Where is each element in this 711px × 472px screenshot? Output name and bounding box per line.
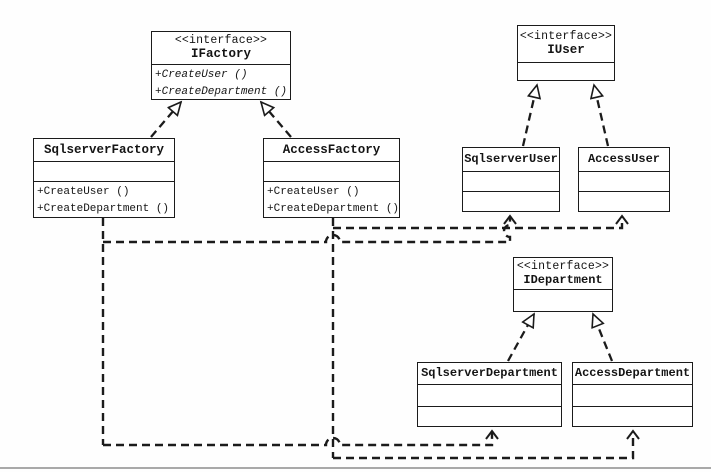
- sqlserverfactory-header: SqlserverFactory: [34, 139, 174, 161]
- idepartment-empty-compartment: [514, 289, 612, 311]
- method-label: +CreateUser (): [155, 69, 248, 81]
- class-box-accessfactory: AccessFactory +CreateUser () +CreateDepa…: [263, 138, 400, 218]
- sqlserverdepartment-methods-compartment: [418, 406, 561, 426]
- sqlserverdepartment-header: SqlserverDepartment: [418, 363, 561, 384]
- accessfactory-methods-compartment: +CreateUser () +CreateDepartment (): [264, 181, 399, 217]
- sqlserverfactory-attributes-compartment: [34, 161, 174, 181]
- realization-accessfactory-ifactory: [261, 102, 292, 138]
- dependency-sqlserverfactory-sqlserverdepartment: [103, 429, 499, 447]
- iuser-stereotype: <<interface>>: [519, 29, 613, 43]
- realization-accessuser-iuser: [594, 85, 610, 147]
- accessuser-attributes-compartment: [579, 171, 669, 191]
- class-box-iuser: <<interface>> IUser: [517, 25, 615, 81]
- method-label: +CreateDepartment (): [267, 202, 400, 215]
- class-box-sqlserveruser: SqlserverUser: [462, 147, 560, 212]
- class-box-accessuser: AccessUser: [578, 147, 670, 212]
- accessfactory-header: AccessFactory: [264, 139, 399, 161]
- realization-sqlserverfactory-ifactory: [150, 102, 181, 138]
- sqlserveruser-header: SqlserverUser: [463, 148, 559, 171]
- iuser-header: <<interface>> IUser: [518, 26, 614, 62]
- accessuser-methods-compartment: [579, 191, 669, 211]
- accessfactory-attributes-compartment: [264, 161, 399, 181]
- realization-accessdepartment-idepartment: [593, 314, 614, 362]
- idepartment-stereotype: <<interface>>: [516, 259, 610, 273]
- iuser-name: IUser: [547, 43, 585, 58]
- realization-sqlserverdepartment-idepartment: [506, 314, 536, 362]
- ifactory-name: IFactory: [190, 47, 251, 62]
- accessuser-header: AccessUser: [579, 148, 669, 171]
- sqlserverdepartment-attributes-compartment: [418, 384, 561, 406]
- method-label: +CreateDepartment (): [155, 85, 288, 98]
- accessdepartment-name: AccessDepartment: [574, 366, 691, 381]
- sqlserveruser-name: SqlserverUser: [464, 152, 558, 167]
- sqlserveruser-attributes-compartment: [463, 171, 559, 191]
- dependency-accessfactory-accessdepartment: [333, 429, 640, 460]
- class-box-idepartment: <<interface>> IDepartment: [513, 257, 613, 312]
- dependency-accessfactory-accessuser: [333, 214, 629, 230]
- iuser-empty-compartment: [518, 62, 614, 80]
- ifactory-methods-compartment: +CreateUser () +CreateDepartment (): [152, 64, 290, 100]
- idepartment-header: <<interface>> IDepartment: [514, 258, 612, 289]
- idepartment-name: IDepartment: [523, 272, 603, 287]
- accessfactory-name: AccessFactory: [282, 142, 381, 157]
- ifactory-stereotype: <<interface>>: [174, 33, 268, 47]
- class-box-ifactory: <<interface>> IFactory +CreateUser () +C…: [151, 31, 291, 100]
- method-label: +CreateDepartment (): [37, 202, 170, 215]
- method-label: +CreateUser (): [267, 186, 360, 198]
- class-box-sqlserverfactory: SqlserverFactory +CreateUser () +CreateD…: [33, 138, 175, 218]
- accessdepartment-attributes-compartment: [573, 384, 692, 406]
- sqlserverfactory-name: SqlserverFactory: [43, 142, 165, 157]
- ifactory-header: <<interface>> IFactory: [152, 32, 290, 64]
- accessdepartment-methods-compartment: [573, 406, 692, 426]
- method-label: +CreateUser (): [37, 186, 130, 198]
- class-box-accessdepartment: AccessDepartment: [572, 362, 693, 427]
- sqlserveruser-methods-compartment: [463, 191, 559, 211]
- accessuser-name: AccessUser: [587, 152, 660, 167]
- sqlserverfactory-methods-compartment: +CreateUser () +CreateDepartment (): [34, 181, 174, 217]
- accessdepartment-header: AccessDepartment: [573, 363, 692, 384]
- realization-sqlserveruser-iuser: [521, 85, 537, 147]
- page-bottom-edge: [0, 467, 711, 469]
- sqlserverdepartment-name: SqlserverDepartment: [421, 366, 558, 381]
- dependency-sqlserverfactory-sqlserveruser: [103, 214, 517, 244]
- class-box-sqlserverdepartment: SqlserverDepartment: [417, 362, 562, 427]
